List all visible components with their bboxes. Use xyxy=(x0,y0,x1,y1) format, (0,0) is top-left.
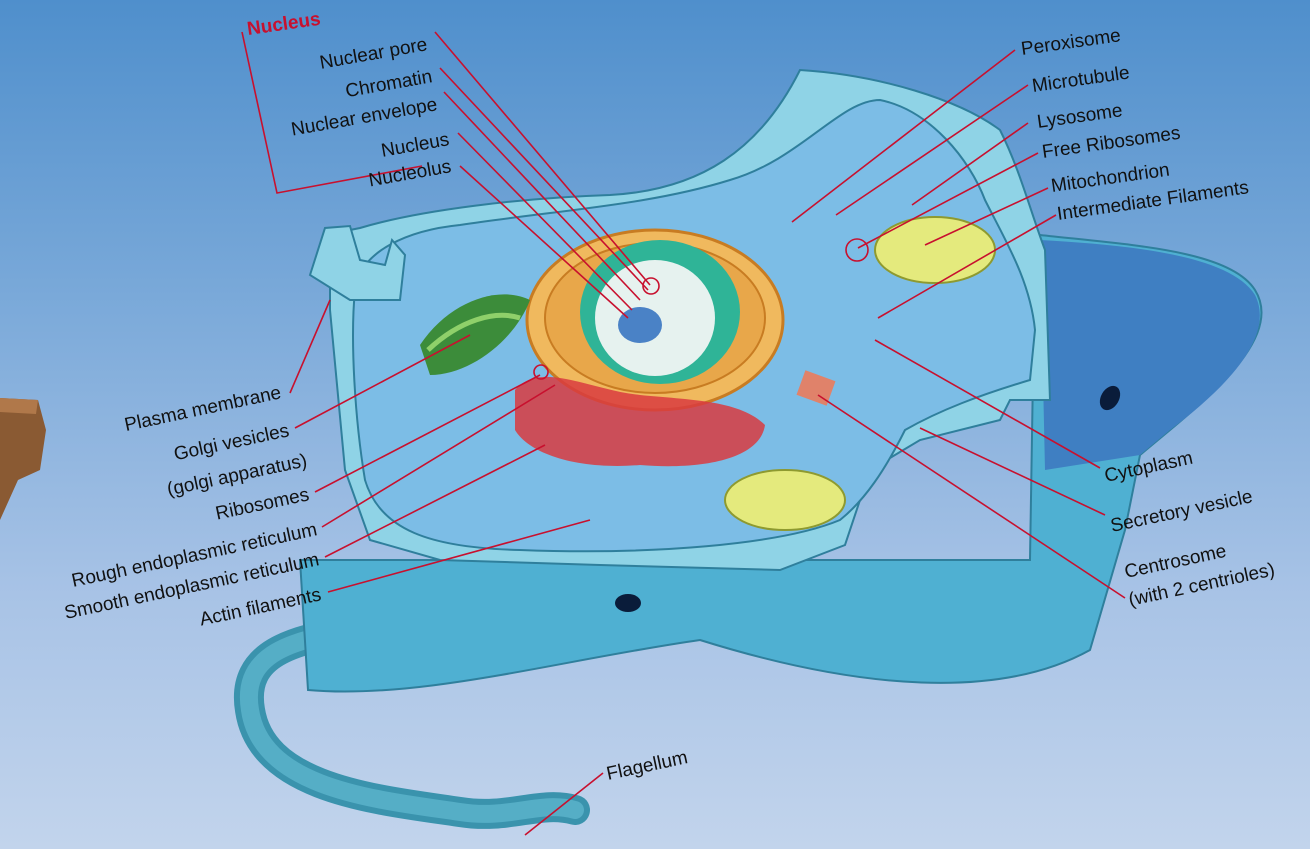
label-lysosome: Lysosome xyxy=(1036,100,1124,133)
label-nucleolus: Nucleolus xyxy=(367,156,453,191)
label-peroxisome: Peroxisome xyxy=(1020,25,1122,60)
label-flagellum: Flagellum xyxy=(605,747,690,785)
label-microtubule: Microtubule xyxy=(1031,62,1131,96)
label-nuclear-envelope: Nuclear envelope xyxy=(290,94,439,140)
nucleus-header: Nucleus xyxy=(246,9,322,40)
background-object xyxy=(0,398,46,520)
label-nuclear-pore: Nuclear pore xyxy=(318,34,429,74)
label-ribosomes: Ribosomes xyxy=(214,484,311,524)
